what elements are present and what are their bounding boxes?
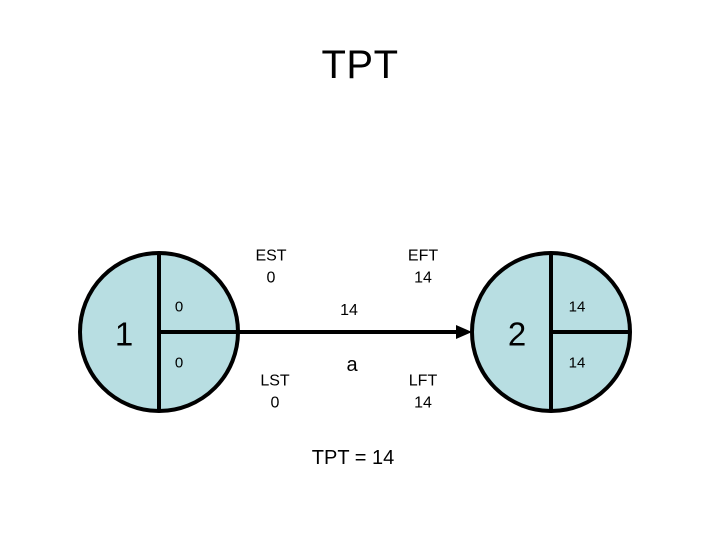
est-label: EST [255,247,287,265]
node-1-group[interactable] [78,251,240,413]
node-2-group[interactable] [470,251,632,413]
tpt-summary: TPT = 14 [311,447,395,469]
eft-value: 14 [414,269,432,287]
eft-label: EFT [407,247,439,265]
est-value: 0 [266,269,276,287]
node-2-number: 2 [507,315,527,353]
lft-label: LFT [408,372,438,390]
node-1-latest-value: 0 [174,354,184,372]
activity-arrow-head [456,325,472,339]
activity-arrow[interactable] [234,325,472,339]
lft-value: 14 [414,394,432,412]
node-1-number: 1 [114,315,134,353]
node-2-latest-value: 14 [568,354,586,372]
lst-value: 0 [270,394,280,412]
activity-duration-label: 14 [340,302,358,319]
lst-label: LST [260,372,290,390]
node-1-earliest-value: 0 [174,298,184,316]
activity-name-label: a [346,354,358,376]
node-2-earliest-value: 14 [568,298,586,316]
page-title: TPT [321,43,399,87]
